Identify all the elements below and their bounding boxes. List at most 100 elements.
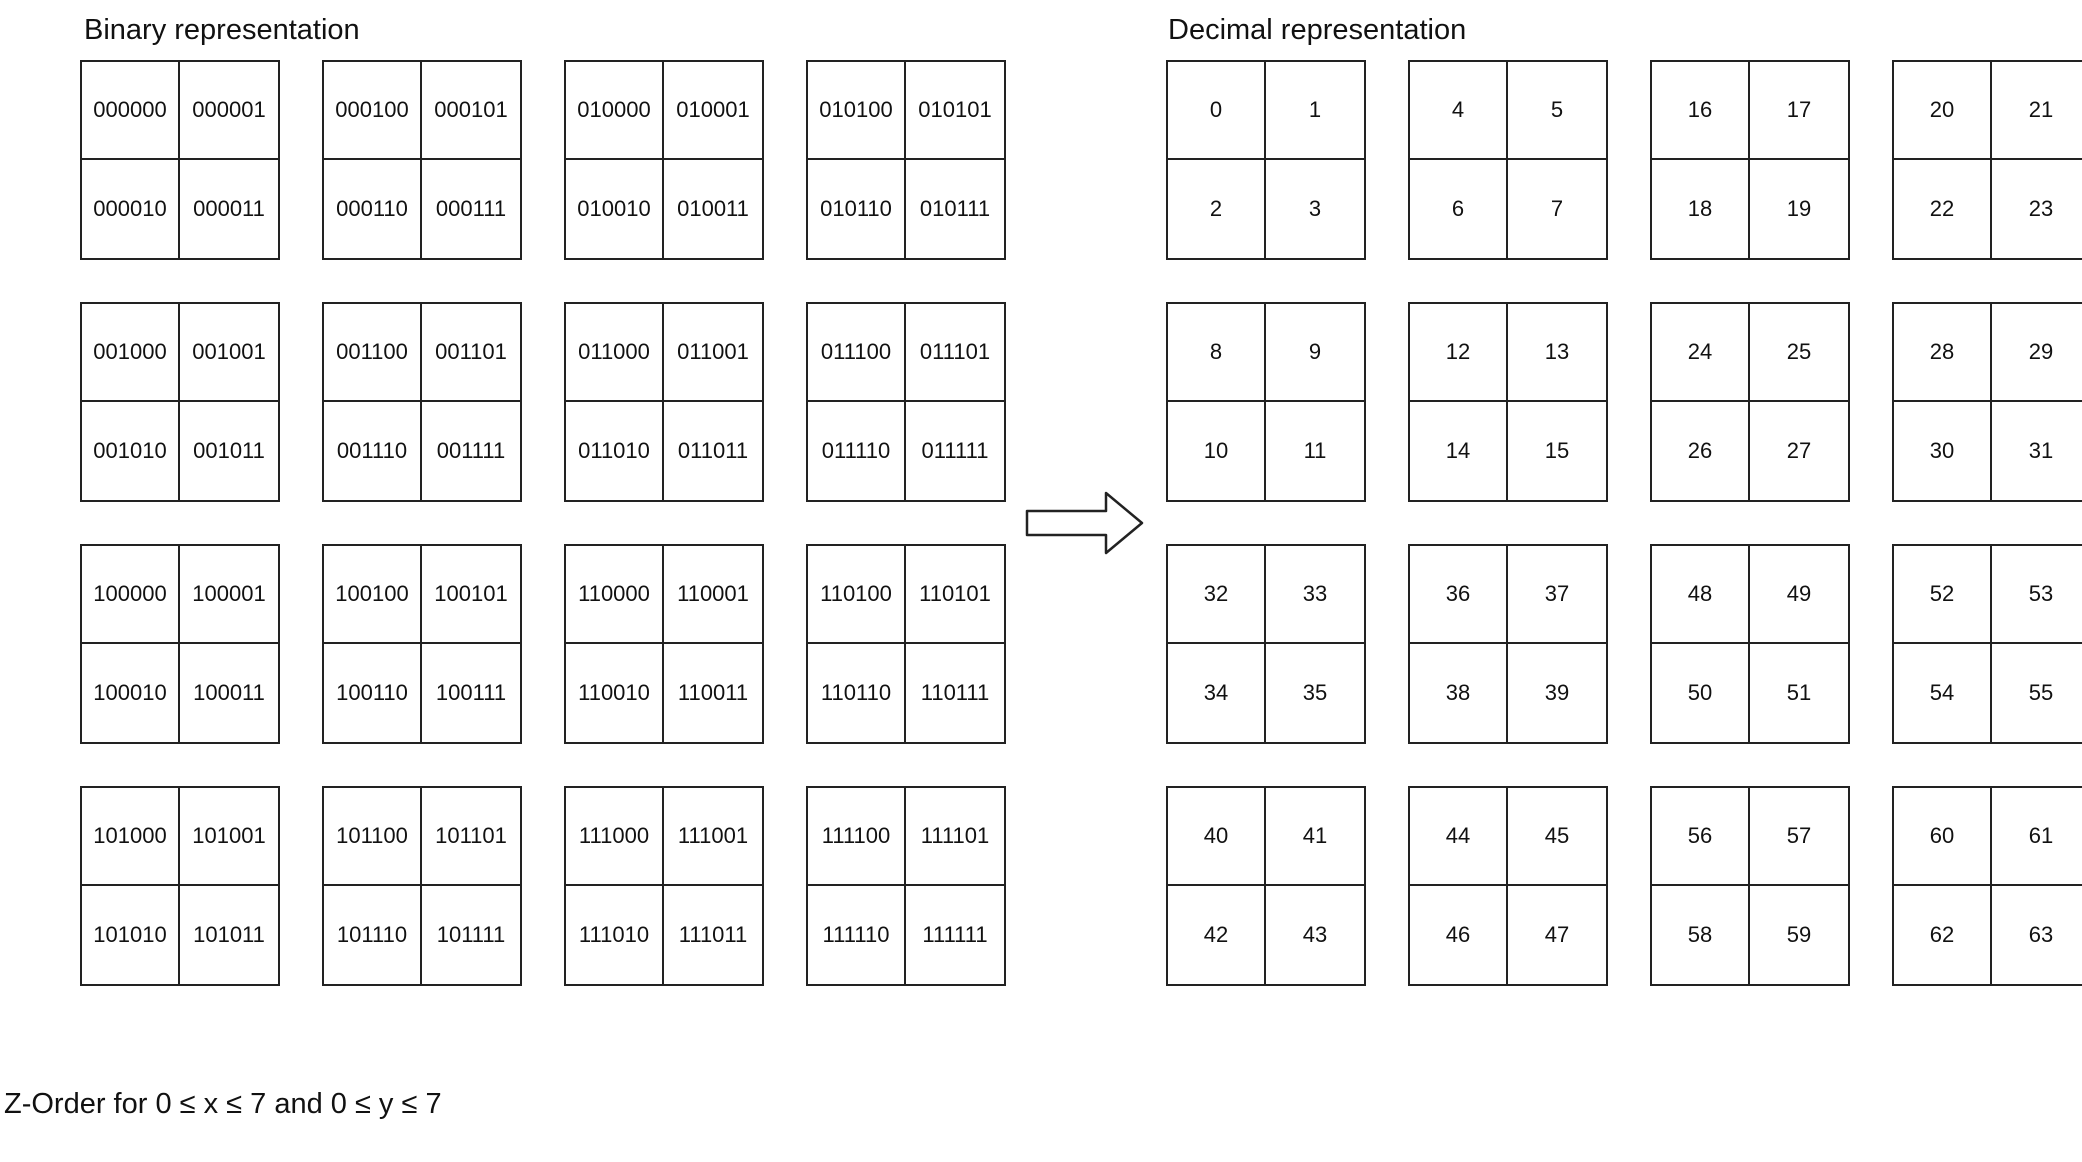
binary-cell: 100111: [435, 680, 507, 705]
decimal-cell: 28: [1894, 304, 1992, 402]
binary-cell: 110100: [808, 546, 906, 644]
decimal-cell: 50: [1652, 644, 1750, 742]
binary-cell: 100001: [180, 546, 278, 644]
decimal-cell: 33: [1266, 546, 1364, 644]
decimal-cell: 14: [1410, 402, 1508, 500]
binary-cell: 111000: [566, 788, 664, 886]
decimal-cell: 58: [1652, 886, 1750, 984]
binary-cell: 011101: [906, 304, 1004, 402]
binary-cell: 011001: [664, 304, 762, 402]
decimal-cell: 34: [1168, 644, 1266, 742]
binary-cell: 101111: [436, 922, 506, 947]
binary-cell: 111101: [906, 788, 1004, 886]
decimal-cell: 43: [1302, 922, 1328, 947]
binary-cell: 001110: [324, 402, 422, 500]
binary-cell: 101101: [422, 788, 520, 886]
binary-cell: 000100: [324, 62, 422, 160]
binary-cell: 010001: [664, 62, 762, 160]
decimal-cell: 57: [1750, 788, 1848, 886]
decimal-cell: 20: [1894, 62, 1992, 160]
binary-cell: 111001: [664, 788, 762, 886]
decimal-cell: 61: [1992, 788, 2082, 886]
binary-cell: 011110: [808, 402, 906, 500]
binary-cell: 010010: [566, 160, 664, 258]
decimal-cell: 12: [1410, 304, 1508, 402]
binary-cell: 100100: [324, 546, 422, 644]
decimal-cell: 59: [1786, 922, 1812, 947]
binary-cell: 011000: [566, 304, 664, 402]
decimal-cell: 54: [1894, 644, 1992, 742]
decimal-cell: 41: [1266, 788, 1364, 886]
decimal-cell: 32: [1168, 546, 1266, 644]
binary-cell: 001101: [422, 304, 520, 402]
decimal-cell: 49: [1750, 546, 1848, 644]
decimal-cell: 38: [1410, 644, 1508, 742]
binary-representation-title: Binary representation: [84, 14, 360, 46]
decimal-cell: 4: [1410, 62, 1508, 160]
binary-cell: 100101: [422, 546, 520, 644]
binary-cell: 101011: [193, 922, 265, 947]
decimal-cell: 25: [1750, 304, 1848, 402]
decimal-cell: 55: [2028, 680, 2054, 705]
binary-cell: 110010: [566, 644, 664, 742]
decimal-cell: 3: [1308, 196, 1322, 221]
decimal-cell: 18: [1652, 160, 1750, 258]
binary-cell: 101010: [82, 886, 180, 984]
decimal-cell: 22: [1894, 160, 1992, 258]
decimal-cell: 44: [1410, 788, 1508, 886]
binary-cell: 101100: [324, 788, 422, 886]
decimal-cell: 17: [1750, 62, 1848, 160]
decimal-cell: 1: [1266, 62, 1364, 160]
decimal-cell: 5: [1508, 62, 1606, 160]
binary-cell: 010011: [677, 196, 749, 221]
decimal-cell: 35: [1302, 680, 1328, 705]
binary-cell: 000011: [193, 196, 265, 221]
binary-cell: 111011: [678, 922, 748, 947]
decimal-representation-title: Decimal representation: [1168, 14, 1467, 46]
decimal-cell: 10: [1168, 402, 1266, 500]
binary-cell: 010100: [808, 62, 906, 160]
binary-cell: 001111: [436, 438, 506, 463]
z-order-caption: Z-Order for 0 ≤ x ≤ 7 and 0 ≤ y ≤ 7: [4, 1088, 442, 1120]
binary-cell: 011100: [808, 304, 906, 402]
decimal-cell: 2: [1168, 160, 1266, 258]
decimal-cell: 31: [2028, 438, 2054, 463]
decimal-cell: 46: [1410, 886, 1508, 984]
decimal-cell: 62: [1894, 886, 1992, 984]
binary-cell: 110000: [566, 546, 664, 644]
binary-cell: 000010: [82, 160, 180, 258]
decimal-cell: 15: [1544, 438, 1570, 463]
decimal-cell: 16: [1652, 62, 1750, 160]
binary-cell: 111111: [922, 922, 988, 947]
decimal-cell: 45: [1508, 788, 1606, 886]
binary-cell: 001100: [324, 304, 422, 402]
decimal-cell: 9: [1266, 304, 1364, 402]
binary-cell: 011010: [566, 402, 664, 500]
decimal-cell: 13: [1508, 304, 1606, 402]
binary-cell: 001001: [180, 304, 278, 402]
decimal-cell: 8: [1168, 304, 1266, 402]
decimal-cell: 21: [1992, 62, 2082, 160]
